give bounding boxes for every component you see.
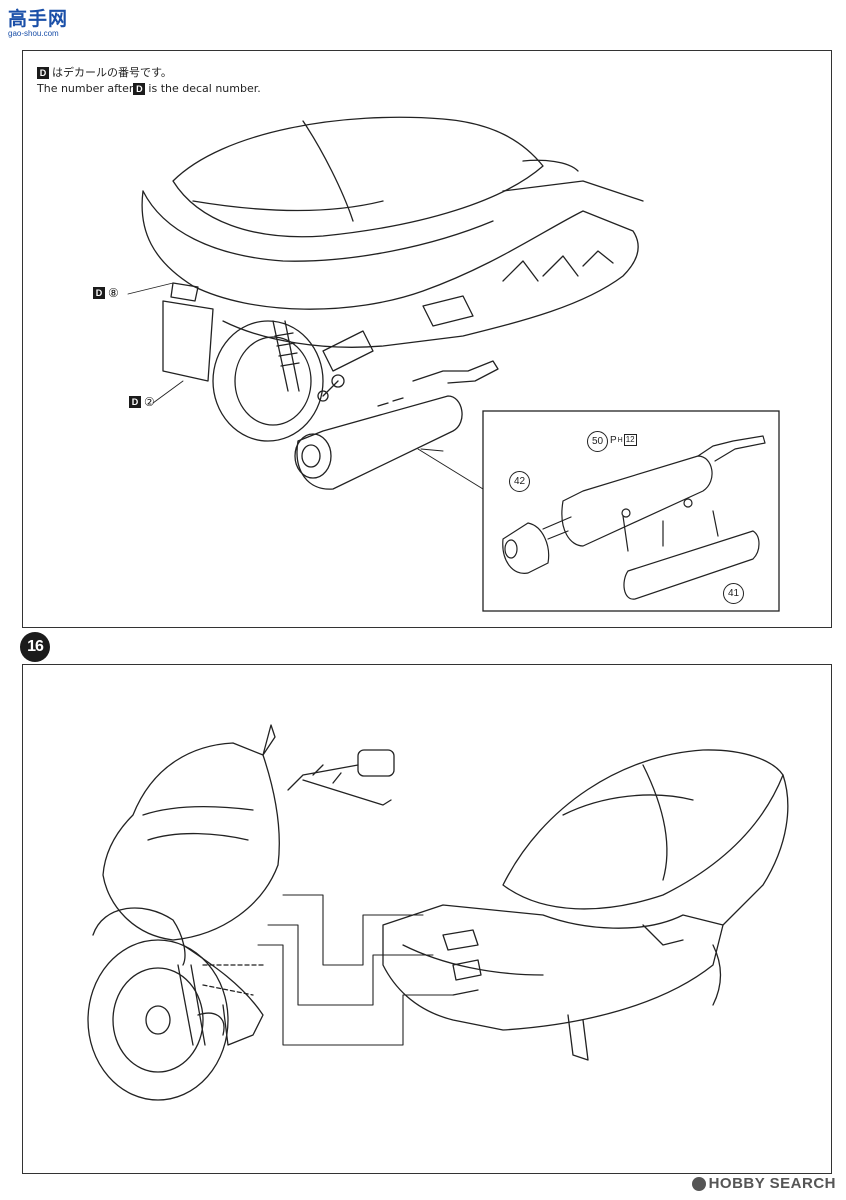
decal-note-en-row: The number after D is the decal number.	[37, 81, 261, 97]
step-16-badge: 16	[20, 632, 50, 662]
decal-callout-8: D ⑧	[93, 286, 119, 300]
decal-callout-2: D ②	[129, 395, 155, 409]
scooter-rear-drawing	[127, 116, 780, 612]
decal-marker: D	[37, 67, 49, 79]
decal-note-jp-row: D はデカールの番号です。	[37, 65, 261, 81]
part-number-41: 41	[723, 583, 744, 604]
watermark-icon	[691, 1176, 706, 1191]
decal-marker: D	[129, 396, 141, 408]
scooter-full-drawing	[87, 724, 789, 1101]
runner-sub: H	[617, 436, 623, 444]
logo-text: 高手网	[8, 8, 69, 30]
logo-url: gao-shou.com	[8, 29, 59, 38]
decal-marker: D	[93, 287, 105, 299]
watermark: H⁠O⁠B⁠B⁠Y SEARCH	[691, 1175, 836, 1192]
part-number-42: 42	[509, 471, 530, 492]
decal-marker: D	[133, 83, 146, 95]
part-number-50: 50	[587, 431, 608, 452]
part-runner-label: P H 12	[610, 434, 637, 446]
watermark-text: H⁠O⁠B⁠B⁠Y SEARCH	[708, 1175, 836, 1192]
decal-note-en-pre: The number after	[37, 82, 134, 95]
decal-note-en-post: is the decal number.	[148, 82, 261, 95]
decal-note: D はデカールの番号です。 The number after D is the …	[37, 65, 261, 97]
runner-prefix: P	[610, 434, 617, 446]
runner-number: 12	[623, 434, 637, 446]
decal-number: ②	[144, 395, 155, 409]
decal-note-jp: はデカールの番号です。	[52, 66, 172, 79]
step-15-panel: D はデカールの番号です。 The number after D is the …	[22, 50, 832, 628]
step-16-panel	[22, 664, 832, 1174]
site-logo: 高手网 gao-shou.com	[6, 4, 72, 44]
decal-number: ⑧	[108, 286, 119, 300]
